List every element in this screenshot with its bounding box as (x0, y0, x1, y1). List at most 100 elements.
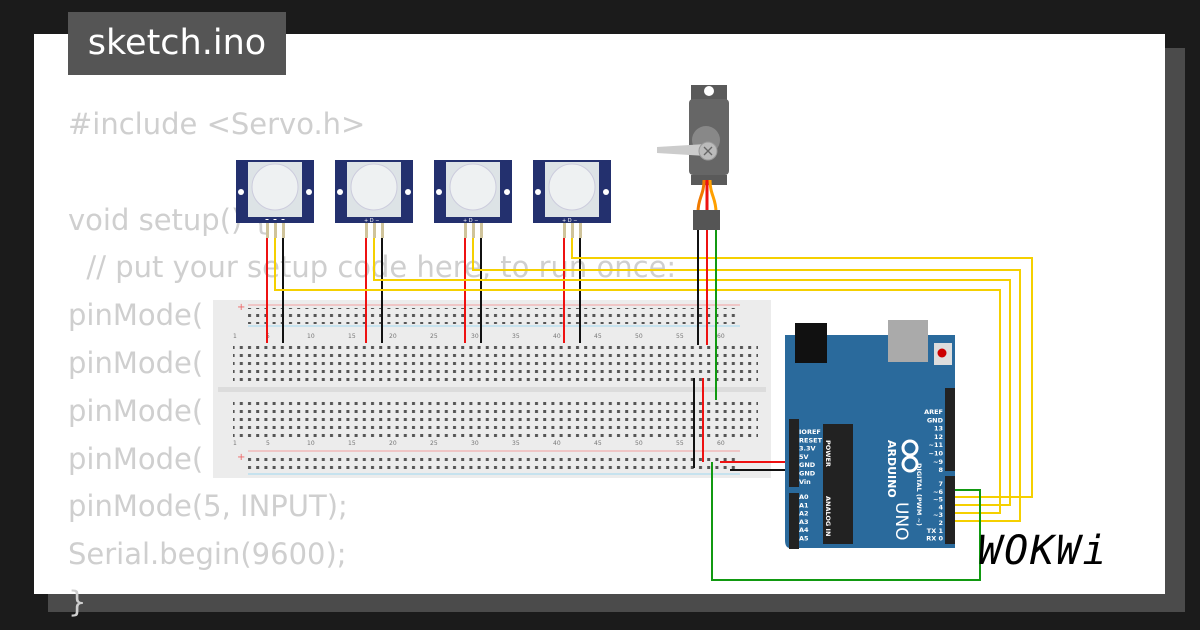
digital-pin-label: 8 (938, 466, 943, 474)
analog-pin-label: A0 (799, 493, 809, 501)
digital-pin-label: ~5 (933, 496, 943, 504)
pir-sensor[interactable]: + D − (533, 160, 611, 238)
arduino-logo-icon (901, 439, 919, 473)
column-label: 25 (430, 333, 438, 340)
analog-label: ANALOG IN (824, 496, 832, 536)
pir-pin-mark (281, 219, 285, 220)
atmega-chip (823, 424, 853, 544)
power-pin-label: IOREF (799, 428, 821, 436)
arduino-model: UNO (891, 502, 911, 541)
digital-pin-label: GND (927, 416, 944, 424)
column-label: 10 (307, 333, 315, 340)
pir-sensor[interactable]: + D − (434, 160, 512, 238)
digital-pin-label: TX 1 (927, 527, 944, 535)
power-pin-label: GND (799, 461, 816, 469)
analog-pin-label: A1 (799, 501, 809, 509)
code-line: pinMode(5, INPUT); (68, 489, 348, 524)
column-label: 25 (430, 440, 438, 447)
column-label: 1 (233, 440, 237, 447)
arduino-uno[interactable]: IOREFRESET3.3V5VGNDGNDVinA0A1A2A3A4A5ARE… (785, 320, 955, 549)
digital-pin-label: ~9 (933, 458, 943, 466)
pir-pin-labels: + D − (463, 218, 478, 224)
column-label: 35 (512, 440, 520, 447)
digital-pin-label: ~11 (929, 441, 944, 449)
breadboard: + + 1 1 55 10 10 15 15 20 20 25 25 30 30 35 35 40 40 45 45… (213, 300, 771, 478)
digital-pin-label: ~10 (929, 450, 944, 458)
analog-pin-label: A4 (799, 526, 809, 534)
digital-label: DIGITAL (PWM ~) (915, 463, 923, 526)
digital-pin-label: RX 0 (926, 535, 943, 543)
column-label: 30 (471, 440, 479, 447)
wire[interactable] (711, 462, 981, 581)
sketch-title: sketch.ino (68, 12, 286, 75)
digital-pin-label: 12 (934, 433, 943, 441)
rail-plus-label-bottom: + (237, 452, 245, 463)
pir-dome-icon (251, 163, 299, 211)
analog-pin-label: A2 (799, 510, 809, 518)
arduino-brand: ARDUINO (885, 440, 898, 498)
digital-pin-label: AREF (924, 408, 943, 416)
rail-plus-label: + (237, 302, 245, 313)
power-label: POWER (824, 440, 832, 467)
column-label: 60 (717, 440, 725, 447)
power-pin-label: Vin (799, 478, 811, 486)
usb-port (888, 320, 928, 362)
digital-pin-label: ~3 (933, 511, 943, 519)
pir-sensor[interactable] (236, 160, 314, 238)
pir-dome-icon (449, 163, 497, 211)
pir-pin-mark (273, 219, 277, 220)
analog-pin-label: A3 (799, 518, 809, 526)
column-label: 15 (348, 333, 356, 340)
code-line: Serial.begin(9600); (68, 537, 347, 572)
code-line: pinMode( (68, 441, 204, 476)
power-jack (795, 323, 827, 363)
column-label: 55 (676, 440, 684, 447)
pir-dome-icon (350, 163, 398, 211)
wire[interactable] (373, 238, 1011, 506)
pir-pin-mark (265, 219, 269, 220)
code-line: pinMode( (68, 345, 204, 380)
column-label: 50 (635, 333, 643, 340)
code-line: pinMode( (68, 298, 204, 333)
column-label: 45 (594, 440, 602, 447)
wire[interactable] (472, 238, 1021, 522)
column-label: 50 (635, 440, 643, 447)
power-pin-label: 5V (799, 453, 809, 461)
digital-pin-label: 13 (934, 425, 943, 433)
column-label: 60 (717, 333, 725, 340)
column-label: 1 (233, 333, 237, 340)
column-label: 55 (676, 333, 684, 340)
column-label: 40 (553, 333, 561, 340)
servo-motor[interactable] (657, 85, 729, 230)
wire[interactable] (274, 238, 1001, 514)
digital-pin-label: 4 (938, 503, 943, 511)
column-label: 20 (389, 333, 397, 340)
pir-pin-labels: + D − (364, 218, 379, 224)
column-label: 5 (266, 440, 270, 447)
code-preview: #include <Servo.h>void setup() { // put … (68, 101, 676, 627)
servo-screw-icon (703, 146, 713, 156)
code-line: } (68, 584, 87, 619)
pir-sensor[interactable]: + D − (335, 160, 413, 238)
pir-pin-labels: + D − (562, 218, 577, 224)
column-label: 10 (307, 440, 315, 447)
code-line: #include <Servo.h> (68, 107, 366, 141)
wokwi-logo: WOKWi (978, 528, 1109, 574)
power-pin-label: GND (799, 470, 816, 478)
column-label: 15 (348, 440, 356, 447)
digital-pin-label: 2 (938, 519, 943, 527)
power-pin-label: 3.3V (799, 445, 816, 453)
column-label: 45 (594, 333, 602, 340)
column-label: 30 (471, 333, 479, 340)
wire[interactable] (571, 238, 1033, 498)
pir-dome-icon (548, 163, 596, 211)
digital-pin-label: ~6 (933, 488, 943, 496)
column-label: 40 (553, 440, 561, 447)
column-label: 20 (389, 440, 397, 447)
code-line: // put your setup code here, to run once… (68, 250, 677, 285)
servo-horn (657, 144, 706, 156)
analog-pin-label: A5 (799, 535, 809, 543)
code-line: pinMode( (68, 393, 204, 428)
column-label: 35 (512, 333, 520, 340)
